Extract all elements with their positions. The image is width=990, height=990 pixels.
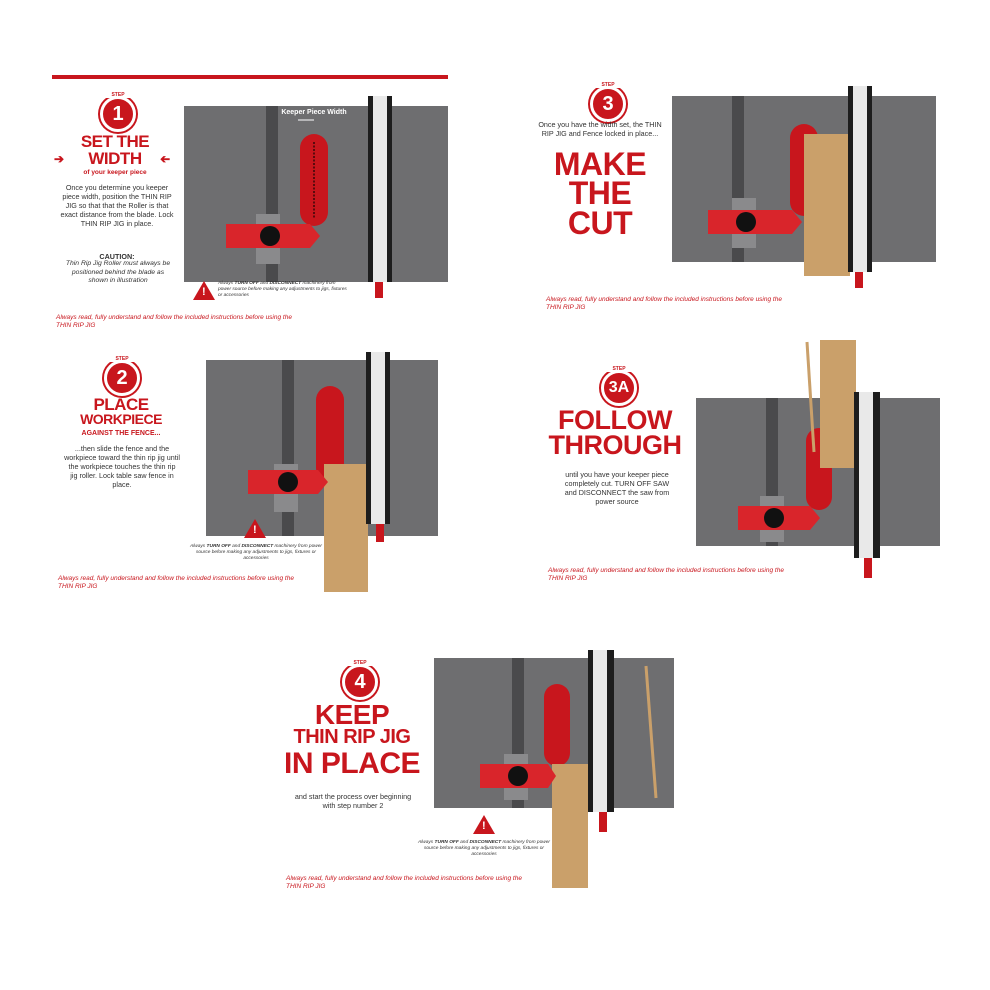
- step-2-badge: STEP 2: [104, 356, 140, 396]
- step-1-badge: STEP 1: [100, 92, 136, 132]
- lock-knob-icon: [508, 766, 528, 786]
- step-3-title-line1: MAKE: [553, 146, 647, 182]
- thin-strip: [805, 341, 816, 453]
- step-2-illustration: [206, 352, 438, 592]
- step-3-title: MAKE THE CUT: [550, 146, 650, 241]
- step-4-illustration: [434, 650, 674, 888]
- step-1-warning: Always TURN OFF and DISCONNECT machinery…: [218, 281, 347, 298]
- arrow-left-icon: ➔: [160, 152, 171, 166]
- step-3a-title-line1: FOLLOW: [558, 405, 672, 435]
- fence-handle: [599, 812, 607, 832]
- step-3a-illustration: [696, 340, 940, 578]
- step-1-caution-body: Thin Rip Jig Roller must always be posit…: [65, 260, 171, 284]
- top-rule: [52, 75, 448, 79]
- warning-icon: [193, 281, 215, 300]
- step-2-warning: Always TURN OFF and DISCONNECT machinery…: [190, 544, 322, 561]
- workpiece: [324, 464, 368, 592]
- step-1-caution-title: CAUTION:: [99, 252, 135, 261]
- keeper-strip: [644, 665, 658, 799]
- step-4-body: and start the process over beginning wit…: [294, 792, 412, 810]
- warning-icon: [473, 815, 495, 834]
- fence-face: [853, 86, 867, 272]
- step-4-footer: Always read, fully understand and follow…: [286, 875, 522, 890]
- fence-handle: [375, 282, 383, 298]
- blade-insert: [300, 134, 328, 226]
- step-4-title-line3: IN PLACE: [284, 747, 421, 780]
- lock-knob-icon: [260, 226, 280, 246]
- step-2-subtitle: AGAINST THE FENCE...: [81, 430, 161, 437]
- step-3-badge: STEP 3: [590, 82, 626, 122]
- step-3a-footer: Always read, fully understand and follow…: [548, 567, 784, 582]
- step-1-body: Once you determine you keeper piece widt…: [60, 183, 174, 228]
- warning-icon: [244, 519, 266, 538]
- fence-face: [859, 392, 873, 558]
- step-3a-title: FOLLOW THROUGH: [540, 405, 690, 460]
- step-1-title-line1: SET THE: [80, 132, 150, 151]
- fence-handle: [855, 272, 863, 288]
- fence-handle: [376, 524, 384, 542]
- lock-knob-icon: [278, 472, 298, 492]
- step-2-footer: Always read, fully understand and follow…: [58, 575, 294, 590]
- step-1-title-line2: WIDTH: [88, 149, 142, 168]
- step-3-title-line3: CUT: [567, 204, 633, 241]
- arrow-right-icon: ➔: [54, 152, 65, 166]
- step-2-title-line2: WORKPIECE: [80, 411, 162, 427]
- step-3-title-line2: THE: [568, 175, 632, 212]
- step-2-title-line1: PLACE: [93, 395, 149, 414]
- lock-knob-icon: [764, 508, 784, 528]
- lock-knob-icon: [736, 212, 756, 232]
- keeper-workpiece: [820, 340, 856, 468]
- blade-insert: [544, 684, 570, 766]
- step-1-subtitle: of your keeper piece: [83, 169, 147, 176]
- step-4-title-line1: KEEP: [314, 699, 390, 730]
- step-4-warning: Always TURN OFF and DISCONNECT machinery…: [418, 840, 550, 857]
- step-3a-title-line2: THROUGH: [548, 429, 683, 460]
- workpiece: [804, 134, 850, 276]
- step-1-footer: Always read, fully understand and follow…: [56, 314, 292, 329]
- dimension-label: Keeper Piece Width: [281, 109, 346, 116]
- fence-face: [371, 352, 385, 524]
- step-2-body: ...then slide the fence and the workpiec…: [64, 444, 180, 489]
- fence-handle: [864, 558, 872, 578]
- step-1-width-heading: ➔ WIDTH ➔: [52, 149, 178, 169]
- step-3-illustration: [672, 86, 936, 288]
- workpiece: [552, 764, 588, 888]
- fence-face: [593, 650, 607, 812]
- step-4-title-line2: THIN RIP JIG: [293, 726, 412, 748]
- fence-face: [373, 96, 387, 282]
- blade-insert: [316, 386, 344, 482]
- step-3-body: Once you have the width set, the THIN RI…: [538, 120, 662, 138]
- step-3a-body: until you have your keeper piece complet…: [564, 470, 670, 506]
- step-3-footer: Always read, fully understand and follow…: [546, 296, 782, 311]
- step-4-badge: STEP 4: [342, 660, 378, 700]
- step-1-illustration: Keeper Piece Width: [184, 96, 448, 298]
- step-3a-badge: STEP 3A: [601, 366, 637, 406]
